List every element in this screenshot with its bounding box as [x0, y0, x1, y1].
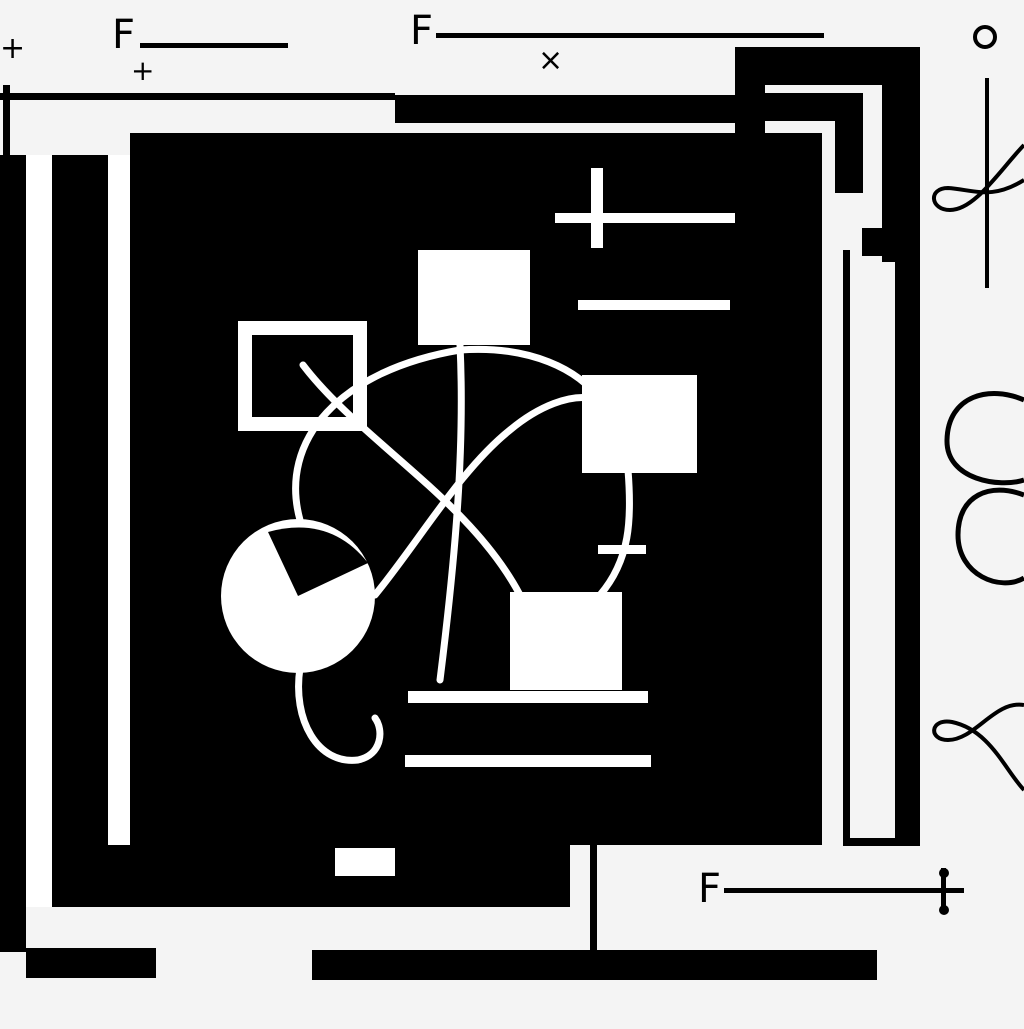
inner-white-rail	[108, 155, 130, 845]
hook-curve	[295, 664, 384, 764]
edge-mark-top-left: +	[0, 31, 25, 66]
small-ring	[973, 25, 997, 49]
rule-end-stem	[941, 868, 946, 913]
bottom-white-tab	[335, 848, 395, 876]
bottom-bar-right	[312, 950, 877, 980]
label-f-top-center: F	[410, 8, 433, 54]
top-thick-bar	[395, 95, 740, 123]
plus-mark-top-left: +	[131, 54, 154, 87]
plus-vertical	[591, 168, 603, 248]
loop-lower-curve	[955, 487, 1024, 586]
right-link	[596, 466, 634, 599]
corner-notch	[862, 228, 920, 256]
times-mark-top: ×	[538, 43, 563, 78]
node-bottom-box	[510, 592, 622, 690]
annotations: F + F × + F	[0, 8, 1024, 915]
right-margin-line	[985, 78, 989, 288]
label-f-top-left: F	[112, 12, 135, 58]
rule-bottom-right	[724, 888, 964, 893]
arc-upper	[292, 345, 604, 524]
diagonal-down	[299, 361, 524, 599]
node-right-box	[582, 375, 697, 473]
corner-inner-right	[835, 93, 863, 193]
left-band	[0, 155, 26, 952]
corner-outer-left	[735, 47, 765, 137]
top-thin-rule	[0, 93, 395, 100]
stem-dot-top	[939, 868, 949, 878]
rule-top-center	[436, 33, 824, 38]
diagonal-up	[371, 393, 594, 599]
inner-diagram	[221, 168, 735, 767]
minus-bar	[578, 300, 730, 310]
panel-bottom-block	[52, 845, 570, 907]
corner-outer-right	[882, 47, 920, 262]
rule-upper	[408, 691, 648, 703]
stem-dot-bottom	[939, 905, 949, 915]
loop-squiggle-upper	[932, 143, 1024, 213]
plus-horizontal	[555, 213, 735, 223]
label-f-bottom-right: F	[698, 866, 721, 912]
left-tick	[3, 85, 10, 165]
node-outline-box	[238, 321, 367, 431]
pie-slice	[268, 527, 368, 596]
frame-structure	[0, 47, 920, 980]
link-crossbar	[598, 545, 646, 554]
bottom-stem	[590, 845, 597, 953]
connectors	[292, 341, 634, 764]
loop-squiggle-lower	[932, 702, 1024, 792]
right-band	[895, 256, 920, 846]
rule-top-left	[140, 43, 288, 48]
right-foot	[843, 838, 920, 846]
rule-lower	[405, 755, 651, 767]
left-white-rail	[26, 155, 52, 907]
bottom-bar-left	[26, 948, 156, 978]
main-panel	[26, 133, 822, 907]
panel-body	[130, 133, 822, 845]
center-stem	[436, 341, 465, 684]
node-top-box	[418, 250, 530, 345]
right-thin-line	[843, 250, 850, 845]
loop-upper-curve	[944, 391, 1024, 486]
